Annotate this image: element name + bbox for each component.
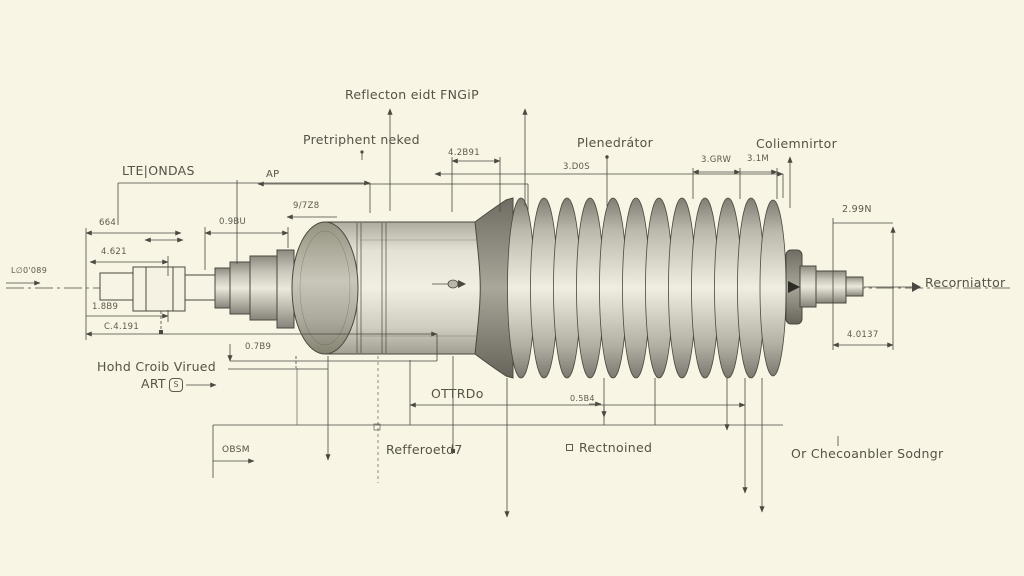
rectnoined-square-icon <box>566 444 573 451</box>
dim-40137: 4.0137 <box>847 330 879 340</box>
label-or-checoanbler: Or Checoanbler Sodngr <box>791 446 944 461</box>
label-recorniattor: Recorniattor <box>925 275 1006 290</box>
dim-c4191: C.4.191 <box>104 322 140 332</box>
label-reflecton: Reflecton eidt FNGiP <box>345 87 479 102</box>
dim-4621: 4.621 <box>101 247 127 257</box>
dim-299n: 2.99N <box>842 204 872 215</box>
dim-97z8: 9/7Z8 <box>293 201 320 211</box>
label-rectnoined: Rectnoined <box>579 440 653 455</box>
label-coliemnirtor: Coliemnirtor <box>756 136 838 151</box>
dim-09bu: 0.9BU <box>219 217 247 227</box>
dim-664: 664 <box>99 218 117 228</box>
dim-31m: 3.1M <box>747 154 770 164</box>
label-obsm: OBSM <box>222 445 250 455</box>
label-lteondas: LTE|ONDAS <box>122 163 195 178</box>
dim-3grw: 3.GRW <box>701 155 732 165</box>
art-surface-symbol: S <box>169 378 183 392</box>
label-refferoetd: Refferoetd7 <box>386 442 463 457</box>
dim-18b9: 1.8B9 <box>92 302 119 312</box>
part-geometry <box>6 197 1010 379</box>
dim-3d0s: 3.D0S <box>563 162 590 172</box>
dim-l0089: L∅0'089 <box>11 266 48 275</box>
label-plenedrator: Plenedrátor <box>577 135 654 150</box>
label-hohd-croib: Hohd Croib Virued <box>97 359 217 374</box>
dim-42b91: 4.2B91 <box>448 148 480 158</box>
dim-07b9: 0.7B9 <box>245 342 272 352</box>
dim-05b4: 0.5B4 <box>570 394 595 403</box>
label-ottrdo: OTTRDo <box>431 386 484 401</box>
label-ap: AP <box>266 169 280 180</box>
dimension-lines <box>6 108 921 518</box>
label-art: ART <box>141 376 166 391</box>
label-pretriphent: Pretriphent neked <box>303 132 420 147</box>
